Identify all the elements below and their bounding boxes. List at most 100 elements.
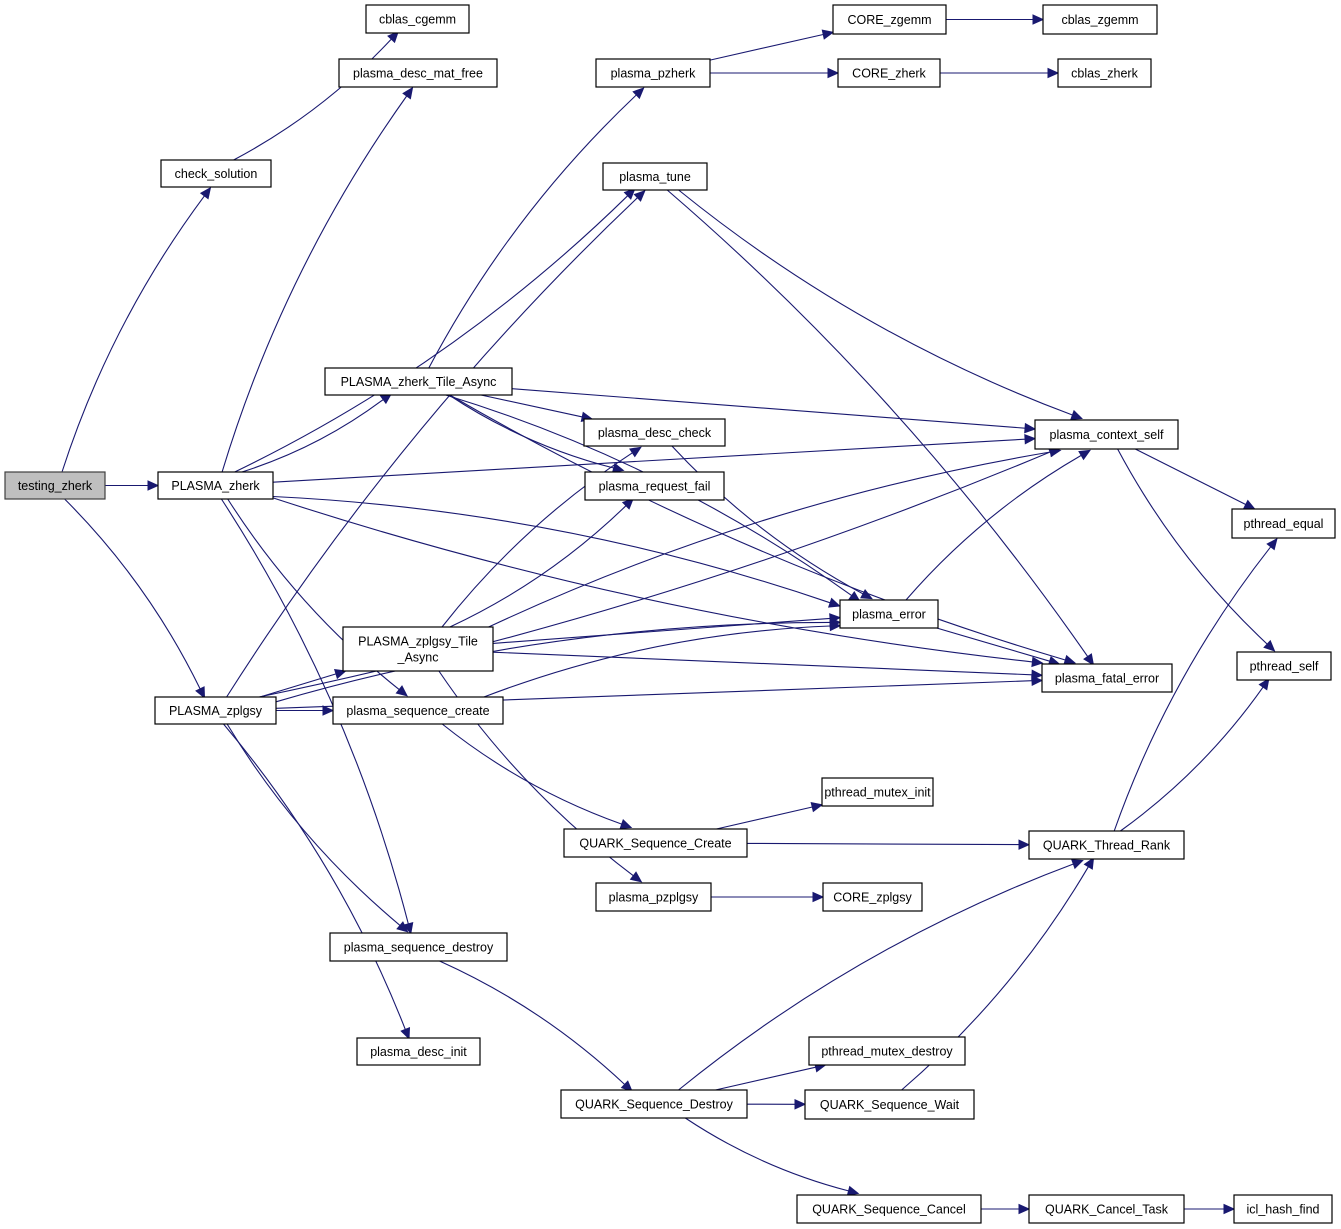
node-plasma-zherk[interactable]: PLASMA_zherk <box>157 471 274 500</box>
edge-plasma-desc-check-to-plasma-error <box>671 445 873 600</box>
node-plasma-sequence-create[interactable]: plasma_sequence_create <box>332 696 504 725</box>
edge-line <box>241 399 384 473</box>
node-box <box>595 58 711 88</box>
edge-plasma-zplgsy-to-plasma-tune <box>226 189 646 698</box>
edge-line <box>1113 546 1272 832</box>
node-cblas-cgemm[interactable]: cblas_cgemm <box>365 4 470 34</box>
node-plasma-desc-init[interactable]: plasma_desc_init <box>356 1037 481 1066</box>
arrowhead-icon <box>147 480 160 491</box>
node-quark-sequence-wait[interactable]: QUARK_Sequence_Wait <box>804 1089 975 1120</box>
node-plasma-desc-check[interactable]: plasma_desc_check <box>583 418 726 447</box>
edge-line <box>905 454 1082 601</box>
node-box <box>1041 663 1173 693</box>
node-label: QUARK_Sequence_Cancel <box>812 1203 966 1217</box>
node-box <box>1034 419 1179 450</box>
node-core-zplgsy[interactable]: CORE_zplgsy <box>822 882 923 912</box>
edge-line <box>1117 448 1268 645</box>
arrowhead-icon <box>1024 433 1037 445</box>
node-box <box>837 58 941 88</box>
edge-line <box>449 505 627 628</box>
node-label: PLASMA_zplgsy_Tile <box>358 635 478 649</box>
node-plasma-context-self[interactable]: plasma_context_self <box>1034 419 1179 450</box>
node-cblas-zgemm[interactable]: cblas_zgemm <box>1042 4 1158 35</box>
edge-line <box>449 394 1066 661</box>
node-box <box>1231 508 1336 539</box>
arrowhead-icon <box>387 30 399 44</box>
edge-line <box>220 498 409 924</box>
edge-plasma-zherk-tile-async-to-plasma-context-self <box>511 388 1037 434</box>
node-quark-sequence-destroy[interactable]: QUARK_Sequence_Destroy <box>560 1089 748 1119</box>
node-pthread-self[interactable]: pthread_self <box>1236 651 1332 681</box>
node-box <box>839 599 939 629</box>
node-testing-zherk[interactable]: testing_zherk <box>4 471 106 500</box>
node-label: cblas_zgemm <box>1061 13 1138 27</box>
node-quark-sequence-create[interactable]: QUARK_Sequence_Create <box>563 828 748 858</box>
node-core-zgemm[interactable]: CORE_zgemm <box>832 4 947 35</box>
node-plasma-tune[interactable]: plasma_tune <box>602 162 708 191</box>
node-plasma-zherk-tile-async[interactable]: PLASMA_zherk_Tile_Async <box>324 367 513 396</box>
edge-line <box>259 673 337 698</box>
node-box <box>329 932 508 962</box>
node-label: plasma_sequence_destroy <box>344 941 494 955</box>
node-box <box>342 626 494 672</box>
node-quark-cancel-task[interactable]: QUARK_Cancel_Task <box>1028 1194 1185 1224</box>
node-pthread-mutex-destroy[interactable]: pthread_mutex_destroy <box>808 1036 966 1066</box>
edge-plasma-pzherk-to-core-zgemm <box>709 29 835 61</box>
arrowhead-icon <box>846 1185 860 1196</box>
node-plasma-fatal-error[interactable]: plasma_fatal_error <box>1041 663 1173 693</box>
arrowhead-icon <box>395 685 408 697</box>
edge-line <box>511 388 1026 429</box>
node-label: _Async <box>397 651 439 665</box>
edge-line <box>61 195 205 473</box>
arrowhead-icon <box>1018 1203 1031 1215</box>
node-label: QUARK_Sequence_Create <box>579 837 731 851</box>
node-plasma-desc-mat-free[interactable]: plasma_desc_mat_free <box>338 58 498 88</box>
edge-plasma-zherk-to-plasma-desc-mat-free <box>221 86 414 473</box>
arrowhead-icon <box>1031 669 1044 681</box>
node-label: QUARK_Sequence_Destroy <box>575 1098 733 1112</box>
node-box <box>324 367 513 396</box>
node-label: pthread_mutex_destroy <box>821 1045 953 1059</box>
arrowhead-icon <box>611 462 625 473</box>
edge-testing-zherk-to-plasma-zplgsy <box>64 498 206 699</box>
edge-plasma-error-to-plasma-context-self <box>905 449 1091 601</box>
node-pthread-equal[interactable]: pthread_equal <box>1231 508 1336 539</box>
node-pthread-mutex-init[interactable]: pthread_mutex_init <box>821 777 934 807</box>
node-label: pthread_self <box>1250 660 1319 674</box>
edge-line <box>678 863 1074 1091</box>
arrowhead-icon <box>1070 409 1083 420</box>
nodes-layer: testing_zherkcheck_solutionPLASMA_zherkP… <box>4 4 1336 1224</box>
node-quark-sequence-cancel[interactable]: QUARK_Sequence_Cancel <box>796 1194 982 1224</box>
edge-line <box>234 195 628 473</box>
edge-plasma-zplgsy-to-plasma-sequence-create <box>276 705 335 716</box>
node-core-zherk[interactable]: CORE_zherk <box>837 58 941 88</box>
edge-line <box>1135 448 1246 505</box>
node-plasma-pzplgsy[interactable]: plasma_pzplgsy <box>595 882 712 912</box>
edge-line <box>492 651 1033 676</box>
edge-line <box>223 723 406 1030</box>
edge-quark-sequence-create-to-quark-thread-rank <box>746 839 1031 850</box>
node-quark-thread-rank[interactable]: QUARK_Thread_Rank <box>1028 830 1185 860</box>
node-label: testing_zherk <box>18 479 93 493</box>
node-label: plasma_pzplgsy <box>609 891 699 905</box>
node-box <box>338 58 498 88</box>
edge-quark-sequence-create-to-pthread-mutex-init <box>716 801 824 830</box>
node-plasma-sequence-destroy[interactable]: plasma_sequence_destroy <box>329 932 508 962</box>
node-plasma-request-fail[interactable]: plasma_request_fail <box>584 471 725 501</box>
node-label: QUARK_Cancel_Task <box>1045 1203 1169 1217</box>
arrowhead-icon <box>402 86 414 100</box>
node-plasma-zplgsy[interactable]: PLASMA_zplgsy <box>154 696 277 725</box>
node-plasma-pzherk[interactable]: plasma_pzherk <box>595 58 711 88</box>
node-plasma-zplgsy-tile-async[interactable]: PLASMA_zplgsy_Tile _Async <box>342 626 494 672</box>
node-icl-hash-find[interactable]: icl_hash_find <box>1233 1194 1333 1224</box>
node-plasma-error[interactable]: plasma_error <box>839 599 939 629</box>
edge-quark-cancel-task-to-icl-hash-find <box>1183 1203 1236 1215</box>
node-cblas-zherk[interactable]: cblas_zherk <box>1057 58 1152 88</box>
node-label: plasma_context_self <box>1050 428 1164 442</box>
edge-plasma-zherk-to-plasma-context-self <box>272 433 1037 483</box>
edge-quark-thread-rank-to-pthread-self <box>1120 677 1270 832</box>
node-label: PLASMA_zherk_Tile_Async <box>341 375 497 389</box>
node-check-solution[interactable]: check_solution <box>160 159 272 188</box>
arrowhead-icon <box>1024 422 1037 434</box>
